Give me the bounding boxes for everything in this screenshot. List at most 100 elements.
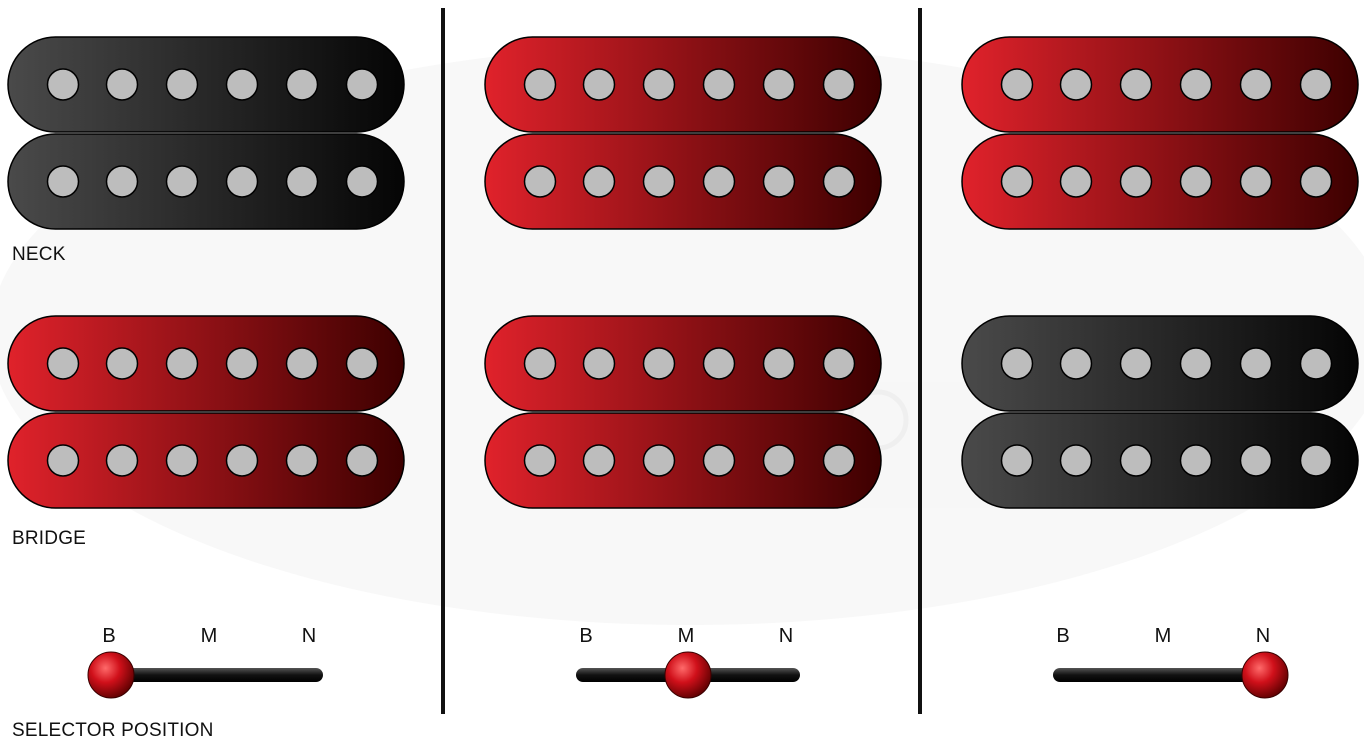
pole-piece: [107, 348, 138, 379]
pole-piece: [1181, 445, 1212, 476]
pole-piece: [287, 445, 318, 476]
pole-piece: [48, 348, 79, 379]
pole-piece: [584, 166, 615, 197]
pole-piece: [48, 69, 79, 100]
pole-piece: [764, 69, 795, 100]
pole-piece: [347, 69, 378, 100]
pole-piece: [704, 166, 735, 197]
panel-divider: [918, 8, 922, 714]
pole-piece: [107, 69, 138, 100]
pole-piece: [1121, 445, 1152, 476]
switch-position-label: M: [678, 625, 695, 647]
neck-coil: [962, 37, 1358, 132]
switch-position-label: B: [102, 625, 115, 647]
pole-piece: [287, 166, 318, 197]
pole-piece: [1181, 69, 1212, 100]
bridge-coil: [962, 316, 1358, 411]
pole-piece: [287, 348, 318, 379]
pole-piece: [704, 445, 735, 476]
pole-piece: [525, 348, 556, 379]
pole-piece: [525, 445, 556, 476]
pole-piece: [584, 69, 615, 100]
pole-piece: [525, 69, 556, 100]
neck-coil: [962, 134, 1358, 229]
pole-piece: [584, 445, 615, 476]
bridge-coil: [485, 316, 881, 411]
switch-position-label: M: [201, 625, 218, 647]
pole-piece: [227, 348, 258, 379]
pole-piece: [1002, 166, 1033, 197]
switch-position-label: M: [1155, 625, 1172, 647]
pole-piece: [584, 348, 615, 379]
pole-piece: [107, 445, 138, 476]
switch-knob: [1242, 652, 1288, 698]
switch-position-label: B: [579, 625, 592, 647]
switch-position-label: B: [1056, 625, 1069, 647]
pole-piece: [1061, 69, 1092, 100]
pole-piece: [227, 69, 258, 100]
pole-piece: [644, 348, 675, 379]
pole-piece: [167, 166, 198, 197]
pole-piece: [1121, 69, 1152, 100]
switch-position-label: N: [779, 625, 793, 647]
selector-switch: BMN: [1053, 625, 1288, 698]
pole-piece: [1002, 69, 1033, 100]
pole-piece: [227, 166, 258, 197]
pole-piece: [347, 166, 378, 197]
neck-coil: [485, 37, 881, 132]
pole-piece: [347, 445, 378, 476]
pole-piece: [1301, 166, 1332, 197]
pole-piece: [167, 445, 198, 476]
neck-coil: [485, 134, 881, 229]
pole-piece: [644, 69, 675, 100]
bridge-coil: [8, 413, 404, 508]
switch-position-label: N: [302, 625, 316, 647]
pole-piece: [1181, 166, 1212, 197]
bridge-label: BRIDGE: [12, 528, 86, 550]
neck-coil: [8, 134, 404, 229]
pole-piece: [1002, 445, 1033, 476]
pole-piece: [1241, 166, 1272, 197]
pole-piece: [1061, 348, 1092, 379]
pole-piece: [107, 166, 138, 197]
bridge-coil: [962, 413, 1358, 508]
panel-divider: [441, 8, 445, 714]
pole-piece: [167, 348, 198, 379]
pole-piece: [1241, 445, 1272, 476]
pole-piece: [824, 445, 855, 476]
pole-piece: [227, 445, 258, 476]
pole-piece: [1241, 348, 1272, 379]
pole-piece: [347, 348, 378, 379]
pole-piece: [525, 166, 556, 197]
pole-piece: [167, 69, 198, 100]
pole-piece: [1061, 166, 1092, 197]
pole-piece: [1301, 348, 1332, 379]
pole-piece: [764, 348, 795, 379]
pole-piece: [1181, 348, 1212, 379]
pole-piece: [1121, 348, 1152, 379]
pole-piece: [1301, 69, 1332, 100]
bridge-coil: [8, 316, 404, 411]
pole-piece: [824, 69, 855, 100]
pole-piece: [824, 348, 855, 379]
switch-knob: [665, 652, 711, 698]
neck-coil: [8, 37, 404, 132]
selector-position-label: SELECTOR POSITION: [12, 720, 214, 742]
pole-piece: [704, 348, 735, 379]
pole-piece: [1301, 445, 1332, 476]
pole-piece: [287, 69, 318, 100]
pole-piece: [824, 166, 855, 197]
pole-piece: [644, 166, 675, 197]
bridge-coil: [485, 413, 881, 508]
pole-piece: [48, 445, 79, 476]
pole-piece: [644, 445, 675, 476]
pole-piece: [704, 69, 735, 100]
pole-piece: [1061, 445, 1092, 476]
switch-position-label: N: [1256, 625, 1270, 647]
pole-piece: [764, 445, 795, 476]
switch-knob: [88, 652, 134, 698]
neck-label: NECK: [12, 244, 66, 266]
